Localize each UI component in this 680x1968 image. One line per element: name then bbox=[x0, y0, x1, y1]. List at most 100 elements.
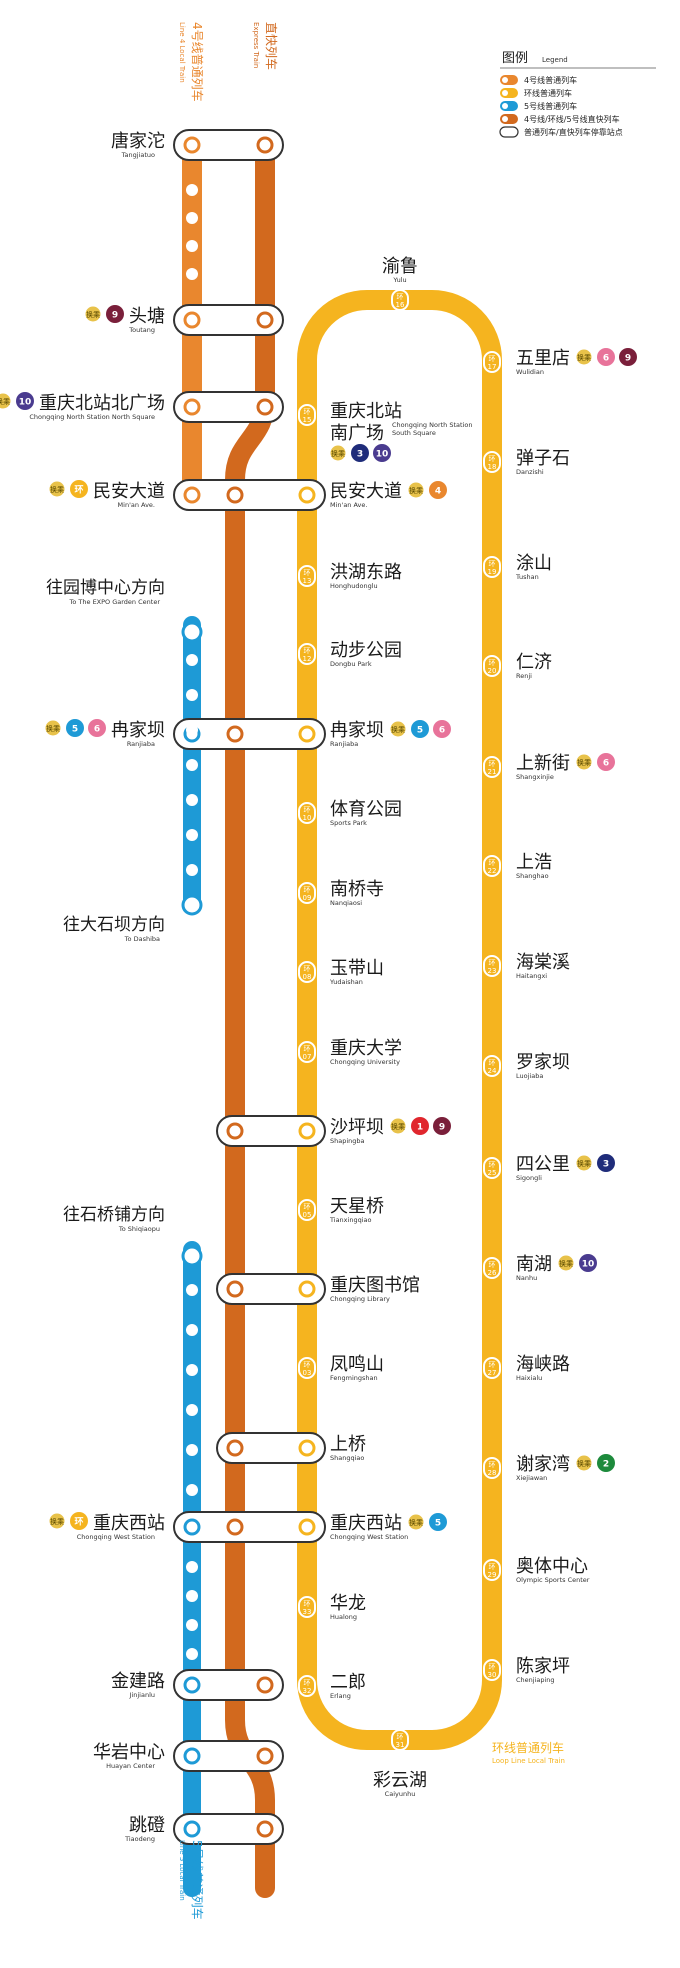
interchange-icon bbox=[407, 1513, 425, 1531]
line5-dot bbox=[186, 1484, 198, 1496]
capsule-minan bbox=[173, 479, 326, 511]
legend-capsule-icon bbox=[499, 126, 519, 138]
interchange-icon-label: 换乘 bbox=[577, 353, 591, 362]
capsule-station-ring bbox=[298, 486, 316, 504]
loop-station-tag bbox=[483, 1559, 501, 1581]
loop-tag-char: 环 bbox=[489, 959, 496, 967]
loop-station-name-en: Honghudonglu bbox=[330, 582, 378, 590]
loop-station-name-line2: 南广场 bbox=[330, 423, 384, 444]
line4-dot bbox=[186, 268, 198, 280]
line5-dot bbox=[186, 1619, 198, 1631]
loop-station-code: 28 bbox=[488, 1469, 497, 1477]
line5-end-dot bbox=[181, 1245, 203, 1267]
loop-station-tag bbox=[298, 802, 316, 824]
loop-station-name: 民安大道 bbox=[330, 481, 402, 502]
loop-tag-char: 环 bbox=[304, 569, 311, 577]
interchange-icon-label: 换乘 bbox=[0, 397, 10, 406]
loop-station-tag bbox=[483, 351, 501, 373]
loop-tag-char: 环 bbox=[489, 760, 496, 768]
loop-station-name-en: Shangqiao bbox=[330, 1454, 364, 1462]
loop-station-tag bbox=[391, 1729, 409, 1751]
loop-station-name-en: Ranjiaba bbox=[330, 740, 358, 748]
line-badge-number: 环 bbox=[74, 1517, 83, 1528]
line-badge-number: 3 bbox=[357, 450, 363, 460]
legend-item-label: 普通列车/直快列车停靠站点 bbox=[524, 127, 623, 137]
loop-tag-char: 环 bbox=[489, 1361, 496, 1369]
loop-station-tag bbox=[483, 451, 501, 473]
line-badge-number: 6 bbox=[94, 725, 100, 735]
capsule-station-ring bbox=[298, 1122, 316, 1140]
loop-station-name: 海棠溪 bbox=[516, 952, 570, 973]
interchange-icon-label: 换乘 bbox=[331, 449, 345, 458]
loop-station-name: 罗家坝 bbox=[516, 1052, 570, 1073]
loop-station-code: 29 bbox=[488, 1571, 497, 1579]
line-badge bbox=[597, 753, 615, 771]
loop-station-name: 涂山 bbox=[516, 553, 552, 574]
capsule-station-ring bbox=[256, 1676, 274, 1694]
loop-tag-char: 环 bbox=[304, 647, 311, 655]
loop-station-code: 13 bbox=[303, 577, 312, 585]
loop-station-name-en: Sigongli bbox=[516, 1174, 542, 1182]
express-track bbox=[225, 135, 275, 1898]
station-name: 华岩中心 bbox=[93, 1742, 165, 1763]
loop-station-name: 洪湖东路 bbox=[330, 562, 402, 583]
loop-station-name: 二郎 bbox=[330, 1672, 366, 1693]
loop-station-name: 海峡路 bbox=[516, 1354, 570, 1375]
loop-tag-char: 环 bbox=[489, 1161, 496, 1169]
loop-station-code: 32 bbox=[303, 1687, 312, 1695]
loop-station-name-en: Nanqiaosi bbox=[330, 899, 362, 907]
loop-bottom-name-en: Caiyunhu bbox=[385, 1790, 416, 1798]
loop-station-name-en: Hualong bbox=[330, 1613, 357, 1621]
loop-station-name-en: Shanghao bbox=[516, 872, 549, 880]
loop-tag-char: 环 bbox=[489, 859, 496, 867]
loop-station-name-en: Olympic Sports Center bbox=[516, 1576, 590, 1584]
loop-station-tag bbox=[483, 756, 501, 778]
capsule-station-ring bbox=[183, 398, 201, 416]
loop-caption-zh: 环线普通列车 bbox=[492, 1740, 564, 1755]
line-badge bbox=[429, 1513, 447, 1531]
loop-station-tag bbox=[483, 655, 501, 677]
line-badge bbox=[597, 348, 615, 366]
loop-station-name: 弹子石 bbox=[516, 448, 570, 469]
interchange-icon-label: 换乘 bbox=[391, 1122, 405, 1131]
capsule-ranjiaba bbox=[173, 718, 326, 750]
loop-station-code: 22 bbox=[488, 867, 497, 875]
loop-bottom-name: 彩云湖 bbox=[373, 1770, 427, 1791]
loop-station-tag bbox=[483, 1659, 501, 1681]
loop-station-name-en: Tushan bbox=[515, 573, 539, 581]
loop-station-name: 仁济 bbox=[516, 652, 552, 673]
interchange-icon bbox=[407, 481, 425, 499]
loop-station-name-en: Renji bbox=[516, 672, 532, 680]
line5-end-dot bbox=[181, 894, 203, 916]
capsule-station-ring bbox=[183, 1820, 201, 1838]
loop-station-name-en: Yudaishan bbox=[329, 978, 363, 986]
line-badge bbox=[351, 444, 369, 462]
loop-station-name-en: Fengmingshan bbox=[330, 1374, 378, 1382]
station-dots bbox=[181, 184, 203, 1660]
direction-label-en: To Dashiba bbox=[124, 935, 160, 943]
line-badge bbox=[433, 1117, 451, 1135]
line4-label-zh: 4号线普通列车 bbox=[190, 22, 205, 102]
loop-tag-char: 环 bbox=[489, 560, 496, 568]
loop-tag-char: 环 bbox=[489, 1261, 496, 1269]
loop-station-code: 16 bbox=[396, 301, 405, 309]
line5-dot bbox=[186, 864, 198, 876]
legend-title: 图例 bbox=[502, 51, 528, 66]
capsule-station-ring bbox=[298, 1439, 316, 1457]
line-badge bbox=[579, 1254, 597, 1272]
line5-dot bbox=[186, 1444, 198, 1456]
capsule-station-ring bbox=[256, 136, 274, 154]
loop-tag-char: 环 bbox=[304, 886, 311, 894]
loop-station-name-en: Nanhu bbox=[516, 1274, 537, 1282]
loop-station-code: 21 bbox=[488, 768, 497, 776]
loop-station-code: 09 bbox=[303, 894, 312, 902]
loop-station-tag bbox=[483, 955, 501, 977]
express-column-label: 直快列车 Express Train bbox=[252, 22, 279, 70]
line-badge bbox=[429, 481, 447, 499]
line-badge bbox=[88, 719, 106, 737]
line-badge-number: 10 bbox=[19, 398, 32, 408]
station-name: 冉家坝 bbox=[111, 720, 165, 741]
shared-stop-capsules bbox=[173, 129, 326, 1845]
line-badge-number: 6 bbox=[603, 759, 609, 769]
line-badge bbox=[411, 720, 429, 738]
